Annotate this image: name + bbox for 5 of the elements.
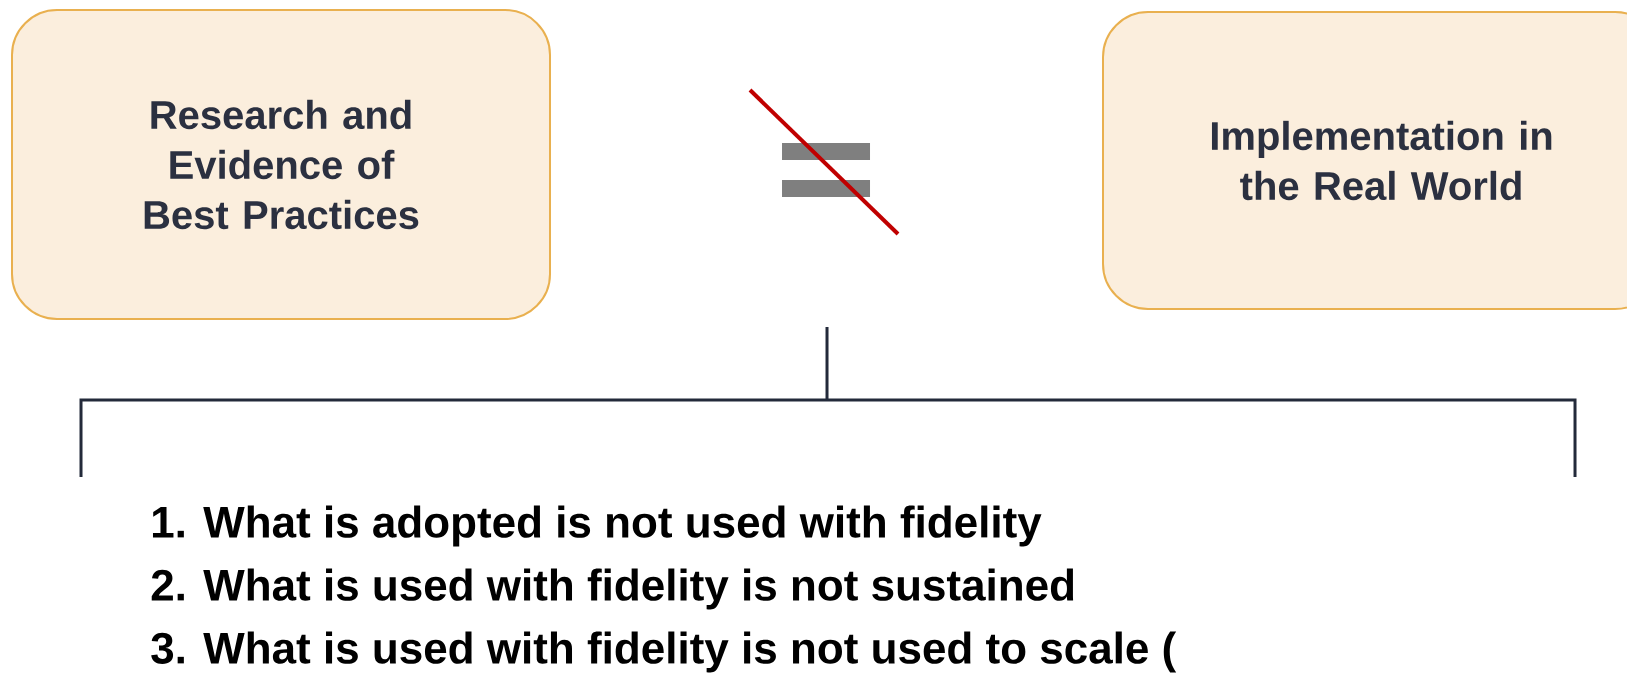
rounded-box: Implementation in the Real World	[1102, 11, 1627, 310]
list-item: 3. What is used with fidelity is not used to scale (	[151, 631, 1177, 673]
rounded-box: Research and Evidence of Best Practices	[11, 9, 551, 320]
list-item: 1. What is adopted is not used with fidelity	[153, 505, 1042, 547]
list-item: 2. What is used with fidelity is not sustained	[151, 568, 1074, 610]
